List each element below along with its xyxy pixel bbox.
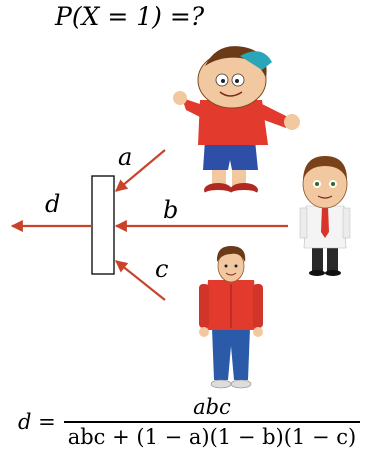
cartoon-businessman-icon: [300, 156, 350, 276]
label-a: a: [118, 143, 132, 171]
label-b: b: [163, 196, 178, 224]
label-d: d: [45, 190, 60, 218]
formula-denominator: abc + (1 − a)(1 − b)(1 − c): [64, 423, 360, 449]
cartoon-boy-pointing-icon: [173, 46, 300, 198]
label-c: c: [155, 255, 168, 283]
cartoon-man-red-hoodie-icon: [199, 246, 263, 388]
posterior-formula: d = abc abc + (1 − a)(1 − b)(1 − c): [18, 395, 360, 449]
formula-numerator: abc: [189, 395, 235, 421]
formula-lhs: d =: [18, 410, 56, 434]
aggregator-box: [92, 176, 114, 274]
formula-fraction: abc abc + (1 − a)(1 − b)(1 − c): [64, 395, 360, 449]
